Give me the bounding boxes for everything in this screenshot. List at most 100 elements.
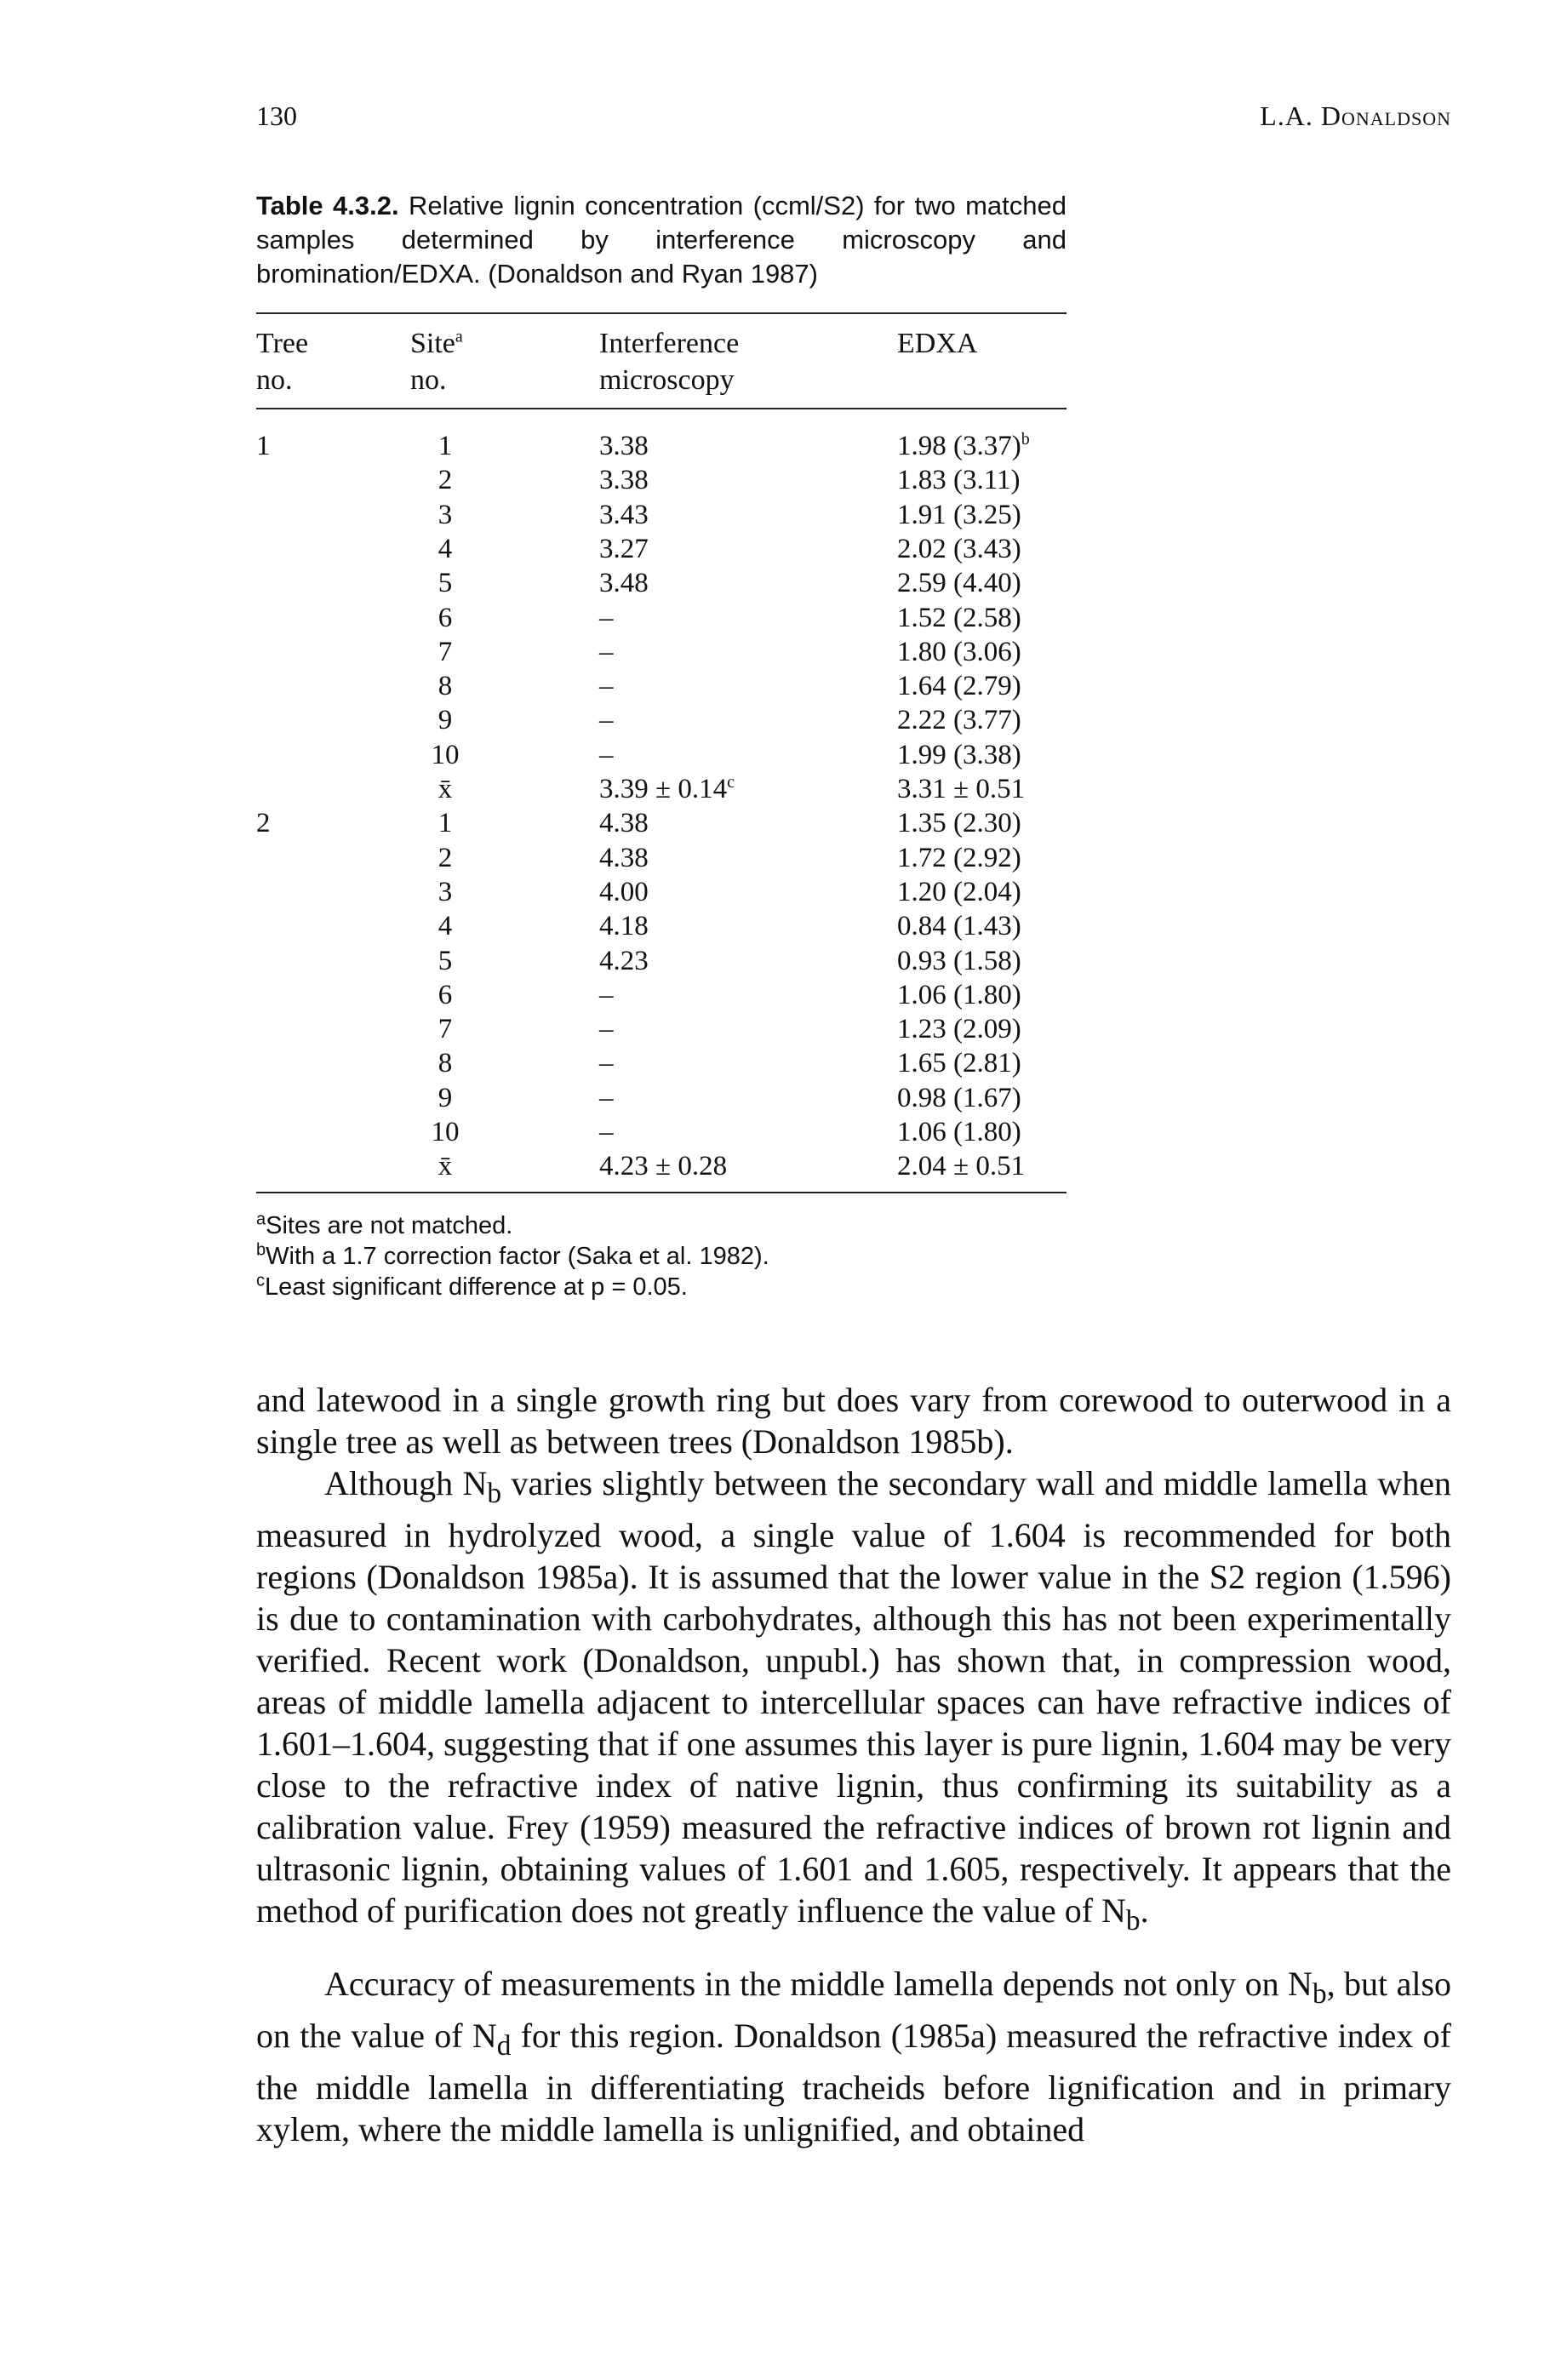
cell-edxa: 1.91 (3.25) bbox=[897, 500, 1021, 530]
cell-interference: 3.38 bbox=[599, 465, 649, 495]
table-row: 9–0.98 (1.67) bbox=[0, 1081, 1567, 1115]
table-top-rule bbox=[256, 312, 1067, 314]
paragraph-text: Although Nb varies slightly between the … bbox=[256, 1464, 1452, 1937]
table-caption: Table 4.3.2. Relative lignin concentrati… bbox=[256, 189, 1067, 291]
cell-site-no: x̄ bbox=[438, 1151, 453, 1181]
cell-interference: 4.38 bbox=[599, 808, 649, 838]
cell-site-no: 2 bbox=[438, 465, 453, 495]
cell-site-no: 6 bbox=[438, 980, 453, 1010]
cell-site-no: 5 bbox=[438, 946, 453, 976]
cell-interference: – bbox=[599, 740, 614, 770]
cell-edxa: 1.06 (1.80) bbox=[897, 980, 1021, 1010]
footnote-mark-a: a bbox=[455, 327, 463, 346]
column-header-edxa: EDXA bbox=[897, 325, 977, 362]
table-row: 7 – 1.80 (3.06) bbox=[0, 635, 1567, 669]
cell-edxa: 1.83 (3.11) bbox=[897, 465, 1021, 495]
paragraph-text: Accuracy of measurements in the middle l… bbox=[256, 1965, 1452, 2148]
cell-edxa: 2.22 (3.77) bbox=[897, 705, 1021, 735]
cell-site-no: 2 bbox=[438, 843, 453, 873]
cell-interference: 4.23 ± 0.28 bbox=[599, 1151, 728, 1181]
cell-edxa: 2.04 ± 0.51 bbox=[897, 1151, 1026, 1181]
cell-tree-no: 2 bbox=[256, 808, 271, 838]
cell-interference: – bbox=[599, 1083, 614, 1113]
cell-site-no: 1 bbox=[438, 431, 453, 461]
header-site-line1: Sitea bbox=[410, 327, 463, 359]
cell-site-no: 10 bbox=[431, 1117, 460, 1147]
cell-interference: 3.27 bbox=[599, 534, 649, 564]
table-row: 10 – 1.06 (1.80) bbox=[0, 1115, 1567, 1149]
table-row: 8–1.65 (2.81) bbox=[0, 1046, 1567, 1080]
table-row: 6–1.06 (1.80) bbox=[0, 978, 1567, 1012]
table-row: 2 3.38 1.83 (3.11) bbox=[0, 463, 1567, 497]
cell-site-no: 1 bbox=[438, 808, 453, 838]
cell-edxa: 1.06 (1.80) bbox=[897, 1117, 1021, 1147]
header-tree-line1: Tree bbox=[256, 328, 309, 359]
table-label: Table 4.3.2. bbox=[256, 191, 399, 220]
cell-interference: 4.38 bbox=[599, 843, 649, 873]
table-row: 2 1 4.38 1.35 (2.30) bbox=[0, 806, 1567, 840]
footnote-a: aSites are not matched. bbox=[256, 1210, 513, 1239]
paragraph-text: and latewood in a single growth ring but… bbox=[256, 1381, 1451, 1461]
table-row: x̄ 4.23 ± 0.28 2.04 ± 0.51 bbox=[0, 1149, 1567, 1183]
body-paragraph-3: Accuracy of measurements in the middle l… bbox=[256, 1963, 1451, 2150]
table-row: 9 – 2.22 (3.77) bbox=[0, 703, 1567, 737]
cell-interference: 3.39 ± 0.14c bbox=[599, 773, 735, 804]
cell-site-no: 7 bbox=[438, 637, 453, 667]
table-row: 1 1 3.38 1.98 (3.37)b bbox=[0, 429, 1567, 463]
table-row: 5 4.23 0.93 (1.58) bbox=[0, 944, 1567, 978]
footnote-b: bWith a 1.7 correction factor (Saka et a… bbox=[256, 1240, 769, 1270]
cell-interference: – bbox=[599, 705, 614, 735]
cell-interference: 4.18 bbox=[599, 911, 649, 941]
cell-site-no: 7 bbox=[438, 1014, 453, 1044]
header-edxa: EDXA bbox=[897, 328, 978, 359]
cell-site-no: 8 bbox=[438, 671, 453, 701]
table-bottom-rule bbox=[256, 1192, 1067, 1193]
cell-interference: 3.38 bbox=[599, 431, 649, 461]
header-tree-line2: no. bbox=[256, 364, 293, 396]
cell-site-no: x̄ bbox=[438, 774, 453, 804]
cell-edxa: 1.20 (2.04) bbox=[897, 877, 1021, 907]
cell-site-no: 9 bbox=[438, 1083, 453, 1113]
cell-edxa: 2.59 (4.40) bbox=[897, 568, 1021, 598]
column-header-site: Sitea no. bbox=[410, 325, 463, 398]
column-header-tree: Tree no. bbox=[256, 325, 308, 398]
cell-interference: 3.48 bbox=[599, 568, 649, 598]
cell-site-no: 5 bbox=[438, 568, 453, 598]
header-interf-line2: microscopy bbox=[599, 364, 735, 396]
cell-interference: 3.43 bbox=[599, 500, 649, 530]
cell-site-no: 9 bbox=[438, 705, 453, 735]
cell-edxa: 1.23 (2.09) bbox=[897, 1014, 1021, 1044]
cell-edxa: 3.31 ± 0.51 bbox=[897, 774, 1026, 804]
cell-tree-no: 1 bbox=[256, 431, 271, 461]
cell-edxa: 0.93 (1.58) bbox=[897, 946, 1021, 976]
header-interf-line1: Interference bbox=[599, 328, 740, 359]
header-site-line2: no. bbox=[410, 364, 447, 396]
table-row: 7–1.23 (2.09) bbox=[0, 1012, 1567, 1046]
cell-edxa: 1.99 (3.38) bbox=[897, 740, 1021, 770]
table-caption-text: Relative lignin concentration (ccml/S2) … bbox=[256, 191, 1067, 289]
body-paragraph-2: Although Nb varies slightly between the … bbox=[256, 1462, 1451, 1942]
cell-edxa: 1.72 (2.92) bbox=[897, 843, 1021, 873]
cell-site-no: 8 bbox=[438, 1048, 453, 1078]
cell-edxa: 1.64 (2.79) bbox=[897, 671, 1021, 701]
cell-interference: 4.23 bbox=[599, 946, 649, 976]
cell-edxa: 1.98 (3.37)b bbox=[897, 430, 1030, 461]
cell-edxa: 1.80 (3.06) bbox=[897, 637, 1021, 667]
cell-site-no: 4 bbox=[438, 911, 453, 941]
table-header-rule bbox=[256, 408, 1067, 409]
cell-interference: – bbox=[599, 637, 614, 667]
cell-site-no: 6 bbox=[438, 603, 453, 633]
body-paragraph-1: and latewood in a single growth ring but… bbox=[256, 1379, 1451, 1462]
table-row: 2 4.38 1.72 (2.92) bbox=[0, 841, 1567, 875]
cell-site-no: 3 bbox=[438, 877, 453, 907]
cell-edxa: 0.84 (1.43) bbox=[897, 911, 1021, 941]
cell-interference: – bbox=[599, 1117, 614, 1147]
table-row: x̄ 3.39 ± 0.14c 3.31 ± 0.51 bbox=[0, 772, 1567, 806]
table-row: 5 3.48 2.59 (4.40) bbox=[0, 566, 1567, 600]
cell-interference: – bbox=[599, 603, 614, 633]
cell-edxa: 1.35 (2.30) bbox=[897, 808, 1021, 838]
cell-edxa: 1.65 (2.81) bbox=[897, 1048, 1021, 1078]
table-row: 4 4.18 0.84 (1.43) bbox=[0, 909, 1567, 943]
